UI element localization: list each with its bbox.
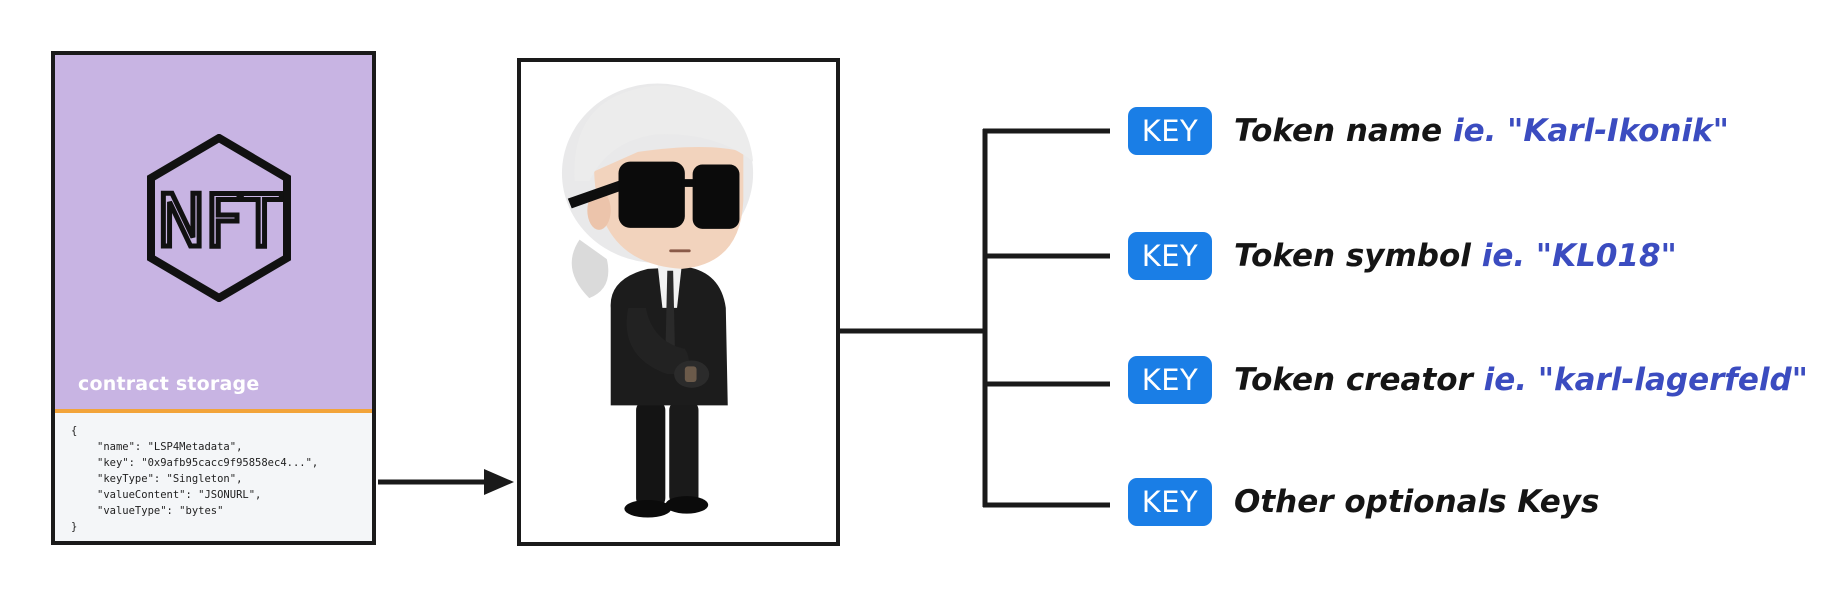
key-description: Token symbol ie. "KL018" [1234, 238, 1677, 274]
key-badge: KEY [1128, 356, 1212, 404]
character-illustration [561, 83, 754, 518]
contract-storage-label: contract storage [78, 373, 260, 395]
nft-logo-icon: NFT [145, 134, 293, 302]
key-example: ie. "Karl-Ikonik" [1442, 113, 1729, 149]
code-line: { [71, 425, 78, 437]
key-label: Token creator [1234, 362, 1473, 398]
code-line: "key": "0x9afb95cacc9f95858ec4...", [97, 457, 319, 469]
key-description: Token name ie. "Karl-Ikonik" [1234, 113, 1729, 149]
arrow-head-icon [484, 469, 514, 495]
storage-divider [55, 409, 372, 413]
code-line: "valueType": "bytes" [97, 505, 224, 517]
nft-logo-text: NFT [157, 179, 281, 263]
key-row-token-symbol: KEY Token symbol ie. "KL018" [1128, 231, 1677, 281]
key-row-token-name: KEY Token name ie. "Karl-Ikonik" [1128, 106, 1729, 156]
key-label: Other optionals Keys [1234, 484, 1600, 520]
key-badge: KEY [1128, 478, 1212, 526]
key-description: Token creator ie. "karl-lagerfeld" [1234, 362, 1808, 398]
key-example: ie. "karl-lagerfeld" [1472, 362, 1808, 398]
nft-contract-card: NFT contract storage { "name": "LSP4Meta… [51, 51, 376, 545]
code-line: "keyType": "Singleton", [97, 473, 243, 485]
key-description: Other optionals Keys [1234, 484, 1599, 520]
key-label: Token name [1234, 113, 1443, 149]
code-line: "name": "LSP4Metadata", [97, 441, 243, 453]
code-line: "valueContent": "JSONURL", [97, 489, 262, 501]
storage-code-block: { "name": "LSP4Metadata", "key": "0x9afb… [55, 413, 372, 541]
key-badge: KEY [1128, 232, 1212, 280]
key-label: Token symbol [1234, 238, 1471, 274]
key-example: ie. "KL018" [1470, 238, 1677, 274]
character-image-frame [517, 58, 840, 546]
key-row-other-keys: KEY Other optionals Keys [1128, 477, 1599, 527]
key-badge: KEY [1128, 107, 1212, 155]
key-row-token-creator: KEY Token creator ie. "karl-lagerfeld" [1128, 355, 1808, 405]
code-line: } [71, 521, 78, 533]
